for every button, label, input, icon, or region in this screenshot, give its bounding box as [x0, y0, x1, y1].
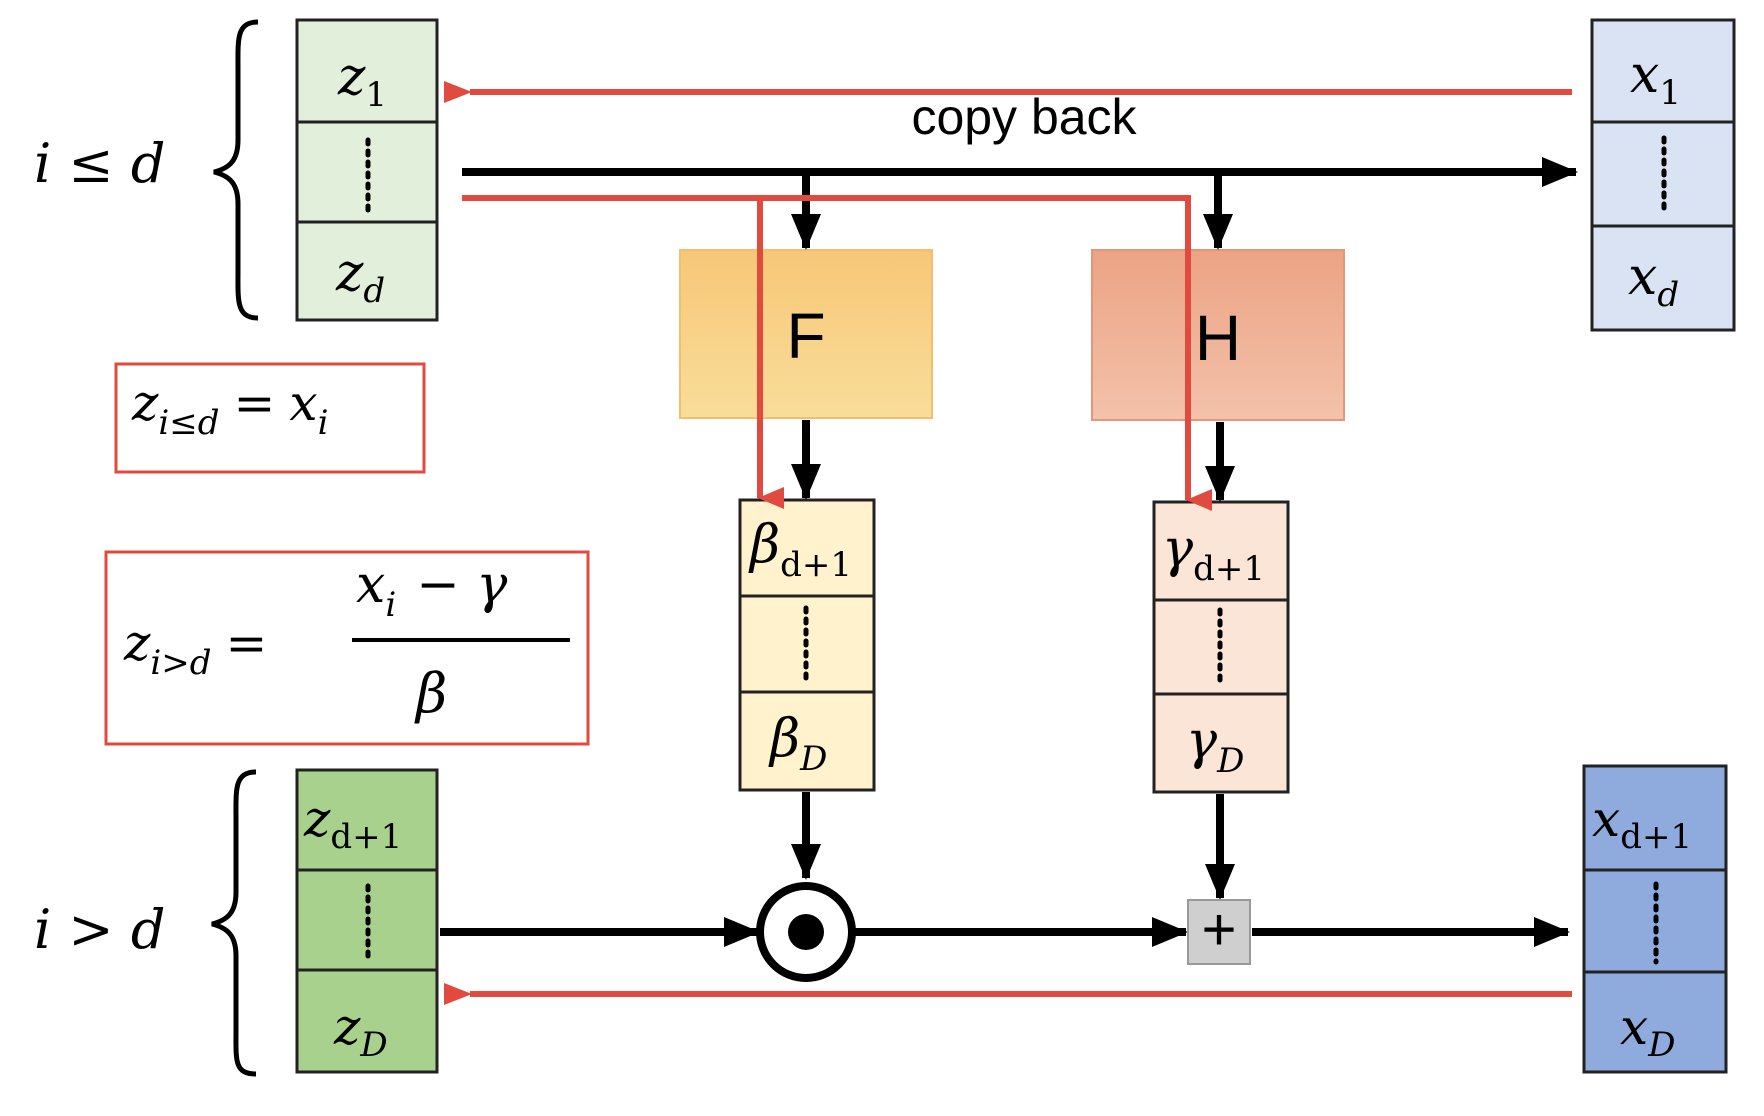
z-top-column: z1 zd	[295, 18, 439, 322]
formula-inverse: zi>d= xi− γ β	[104, 550, 590, 746]
z-top-last: zd	[335, 243, 385, 311]
cond-top-label: i ≤ d	[34, 132, 165, 195]
copy-back-label: copy back	[911, 89, 1137, 145]
forward-arrows	[440, 157, 1578, 947]
formula-copy: zi≤d=xi	[114, 362, 426, 474]
beta-column: βd+1 βD	[738, 498, 876, 792]
svg-text:zi>d=: zi>d=	[123, 614, 267, 683]
z-bottom-last: zD	[333, 998, 388, 1065]
x-bottom-first: xd+1	[1592, 790, 1692, 857]
brace-top	[213, 19, 259, 321]
z-top-first: z1	[337, 47, 387, 115]
red-arrow-to-gamma	[760, 195, 1212, 511]
z-top-box	[295, 18, 439, 322]
gamma-column: γd+1 γD	[1152, 500, 1290, 794]
brace-bottom	[211, 769, 257, 1077]
x-top-first: x1	[1630, 45, 1681, 113]
H-network-box	[1091, 249, 1345, 421]
gamma-first: γd+1	[1162, 519, 1265, 589]
x-bottom-column: xd+1 xD	[1582, 764, 1728, 1074]
svg-text:zi≤d=xi: zi≤d=xi	[131, 374, 328, 443]
x-top-last: xd	[1628, 247, 1679, 315]
x-bottom-last: xD	[1620, 998, 1675, 1065]
gamma-last: γD	[1186, 711, 1244, 781]
z-bottom-first: zd+1	[303, 790, 402, 857]
z-bottom-column: zd+1 zD	[295, 768, 439, 1074]
F-label: F	[786, 300, 825, 372]
beta-first: βd+1	[748, 515, 852, 585]
add-operator: +	[1187, 896, 1251, 965]
formula-copy-box	[114, 362, 426, 474]
hadamard-operator	[756, 882, 856, 982]
F-network-box	[679, 249, 933, 419]
x-top-column: x1 xd	[1590, 18, 1736, 332]
formula-inverse-box	[104, 550, 590, 746]
svg-text:β: β	[414, 662, 447, 725]
beta-last: βD	[768, 709, 827, 779]
plus-label: +	[1201, 896, 1236, 963]
plus-box	[1187, 899, 1251, 965]
odot-dot	[788, 914, 824, 950]
cond-bottom-label: i > d	[34, 898, 165, 961]
svg-text:xi− γ: xi− γ	[356, 555, 508, 625]
H-label: H	[1195, 302, 1241, 374]
inverse-arrows	[444, 81, 1572, 1005]
